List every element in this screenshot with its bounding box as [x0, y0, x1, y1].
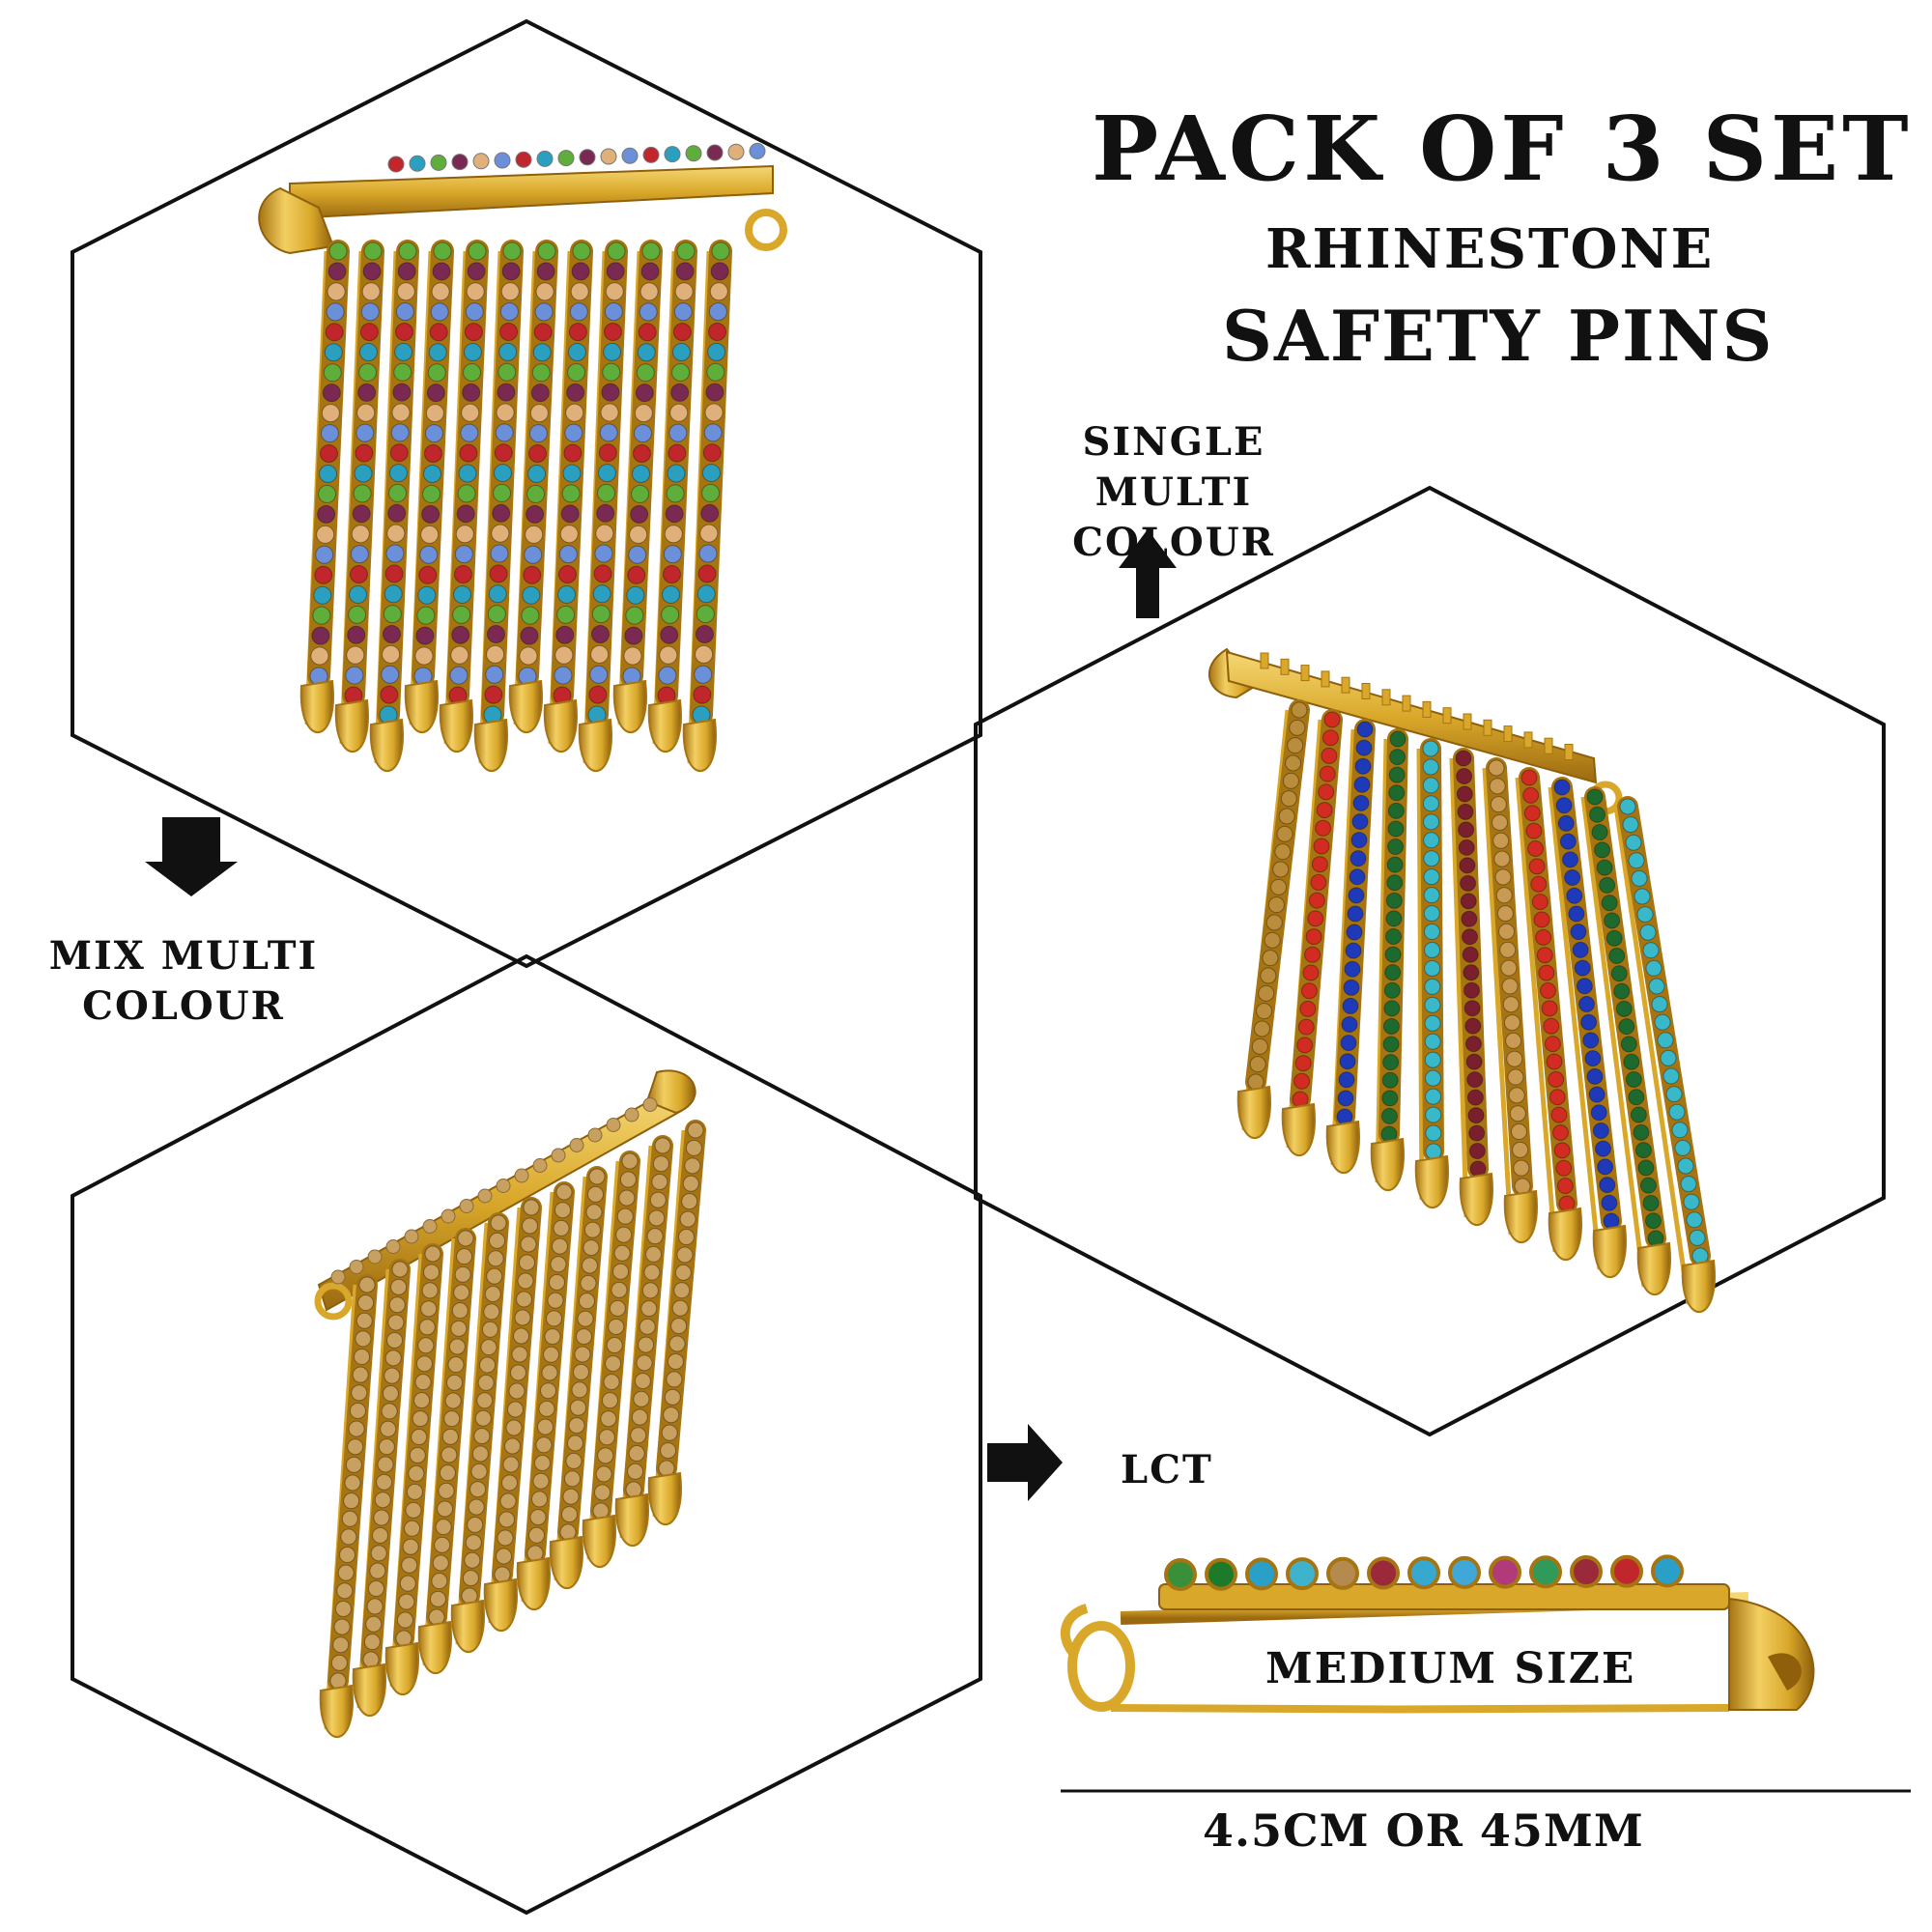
hexagon-frame-bottom-left [71, 953, 982, 1916]
lct-pin-bunch [314, 1069, 706, 1739]
label-size-measurement: 4.5CM OR 45MM [1203, 1804, 1644, 1857]
safety-pin [483, 1197, 542, 1633]
single-multi-colour-pin-bunch [1208, 647, 1716, 1314]
safety-pin [612, 240, 663, 734]
safety-pin [473, 240, 524, 773]
mix-multi-colour-pin-bunch [258, 142, 787, 773]
safety-pin [369, 240, 419, 773]
safety-pin [682, 240, 732, 773]
title-pack-of-3: PACK OF 3 SET [1092, 97, 1913, 201]
safety-pin [578, 240, 628, 773]
safety-pin [352, 1259, 411, 1718]
hexagon-frame-right [974, 485, 1886, 1437]
safety-pin [1236, 699, 1310, 1140]
title-safety-pins: SAFETY PINS [1222, 295, 1775, 377]
title-rhinestone: RHINESTONE [1265, 217, 1715, 281]
safety-pin [384, 1243, 443, 1696]
safety-pin [404, 240, 454, 734]
safety-pin [508, 240, 558, 734]
safety-pin [1370, 728, 1408, 1192]
safety-pin [1414, 738, 1449, 1209]
medium-size-pin [1060, 1554, 1815, 1714]
safety-pin [516, 1181, 575, 1611]
safety-pin [549, 1166, 608, 1590]
safety-pin [417, 1228, 476, 1675]
safety-pin [1515, 767, 1582, 1262]
safety-pin [1548, 777, 1627, 1279]
safety-pin [450, 1212, 509, 1654]
hexagon-frame-top-left [71, 18, 982, 969]
safety-pin [1325, 719, 1376, 1175]
safety-pin [334, 240, 384, 753]
safety-pin [1613, 796, 1716, 1314]
safety-pin [647, 240, 697, 753]
safety-pin [319, 1274, 378, 1739]
safety-pin [543, 240, 593, 753]
arrow-right-icon [987, 1424, 1063, 1501]
arrow-up-icon [1119, 529, 1177, 618]
safety-pin [1449, 748, 1493, 1227]
safety-pin [582, 1151, 640, 1569]
label-medium-size: MEDIUM SIZE [1265, 1644, 1636, 1693]
safety-pin [1580, 786, 1671, 1296]
safety-pin [647, 1120, 706, 1526]
safety-pin [614, 1135, 673, 1548]
label-mix-multi-colour: MIX MULTI COLOUR [48, 933, 319, 1029]
arrow-down-icon [145, 817, 238, 896]
safety-pin [1482, 757, 1538, 1244]
safety-pin [1281, 709, 1343, 1157]
label-single-multi-colour: SINGLE MULTI COLOUR [1072, 419, 1275, 565]
label-lct: LCT [1121, 1447, 1213, 1492]
safety-pin [299, 240, 350, 734]
safety-pin [439, 240, 489, 753]
